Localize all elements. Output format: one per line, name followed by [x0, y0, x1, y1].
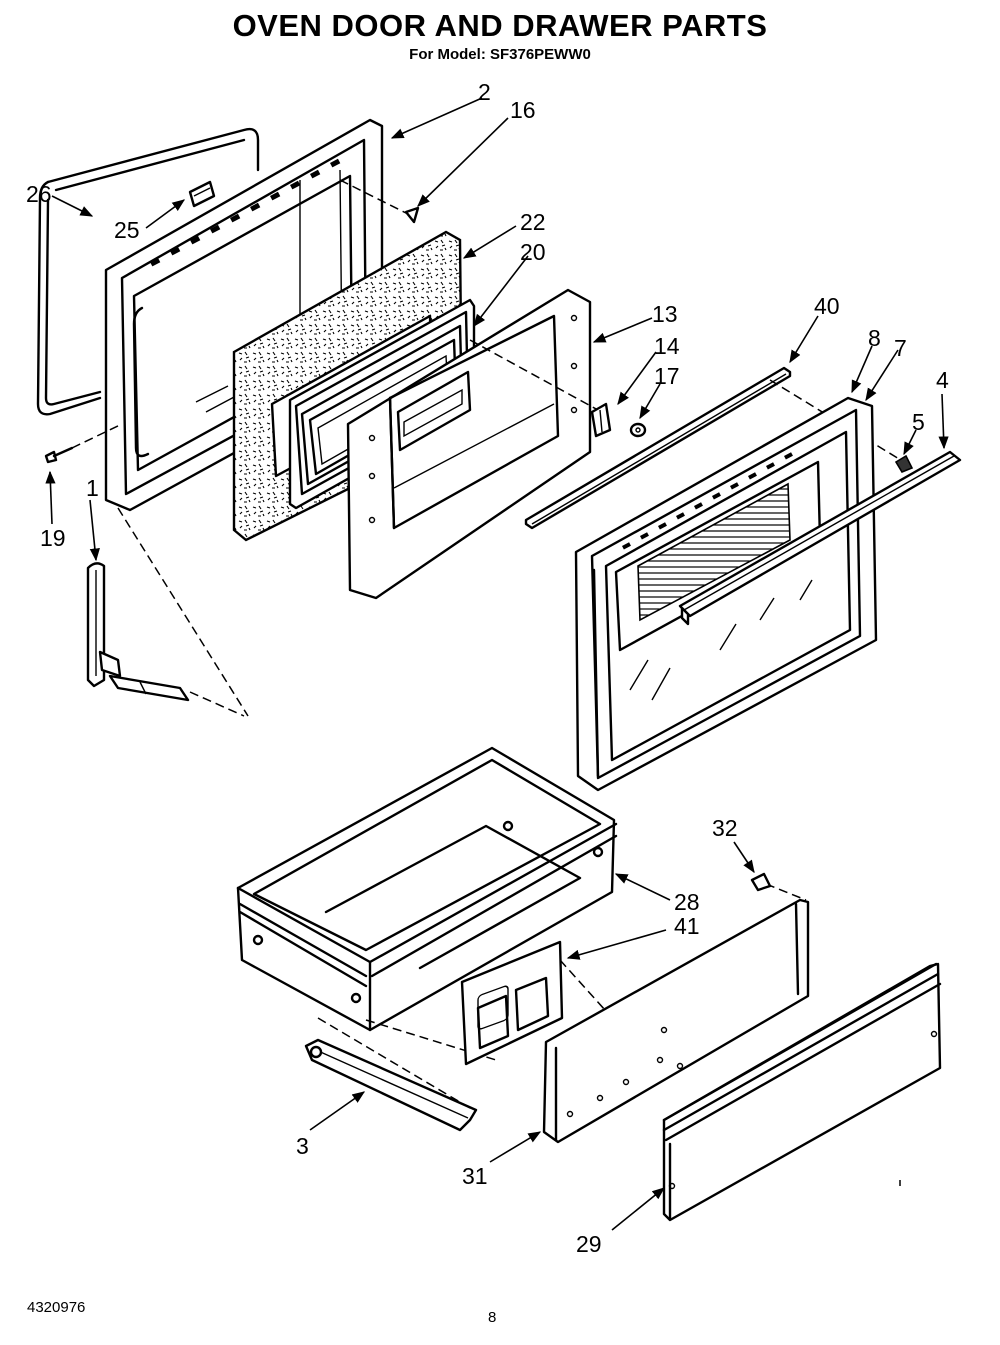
- callout-29: 29: [576, 1231, 602, 1257]
- handle-end-cap-part-5: [894, 454, 914, 473]
- nut-part-17: [629, 422, 647, 438]
- callout-22: 22: [520, 209, 546, 235]
- callout-40: 40: [814, 293, 840, 319]
- callout-31: 31: [462, 1163, 488, 1189]
- screw-part-16: [339, 179, 420, 224]
- drawer-body-part-28: [236, 746, 618, 1061]
- model-subtitle: For Model: SF376PEWW0: [409, 46, 591, 63]
- hinge-clip-part-14: [590, 402, 612, 438]
- page-title: OVEN DOOR AND DRAWER PARTS: [232, 8, 768, 43]
- drawer-front-part-31: [542, 883, 810, 1144]
- callout-26: 26: [26, 181, 52, 207]
- drawer-bracket-part-41: [460, 940, 615, 1066]
- callout-13: 13: [652, 301, 678, 327]
- callout-2: 2: [478, 79, 491, 105]
- callout-4: 4: [936, 367, 949, 393]
- callout-32: 32: [712, 815, 738, 841]
- callout-1: 1: [86, 475, 99, 501]
- callout-3: 3: [296, 1133, 309, 1159]
- callout-28: 28: [674, 889, 700, 915]
- drawer-panel-part-29: [662, 962, 942, 1222]
- leader-lines: [45, 97, 949, 1231]
- document-number: 4320976: [27, 1299, 86, 1316]
- door-hinge-part-1: [86, 507, 249, 717]
- door-gasket-part-26: [36, 127, 260, 416]
- screw-part-32: [750, 872, 772, 892]
- callout-41: 41: [674, 913, 700, 939]
- callout-14: 14: [654, 333, 680, 359]
- callout-16: 16: [510, 97, 536, 123]
- callout-19: 19: [40, 525, 66, 551]
- callout-8: 8: [868, 325, 881, 351]
- door-handle-part-4: [678, 450, 962, 618]
- callout-25: 25: [114, 217, 140, 243]
- screw-part-19: [44, 423, 123, 464]
- clip-part-25: [188, 180, 216, 208]
- door-liner-part-13: [346, 288, 599, 600]
- callout-5: 5: [912, 409, 925, 435]
- callout-17: 17: [654, 363, 680, 389]
- drawer-slide-part-3: [304, 1017, 478, 1132]
- callout-20: 20: [520, 239, 546, 265]
- callout-labels: 2 16 26 25 22 20 13 14 17 40 8 7 4 5 19 …: [26, 79, 949, 1257]
- page-number: 8: [488, 1309, 497, 1326]
- callout-7: 7: [894, 335, 907, 361]
